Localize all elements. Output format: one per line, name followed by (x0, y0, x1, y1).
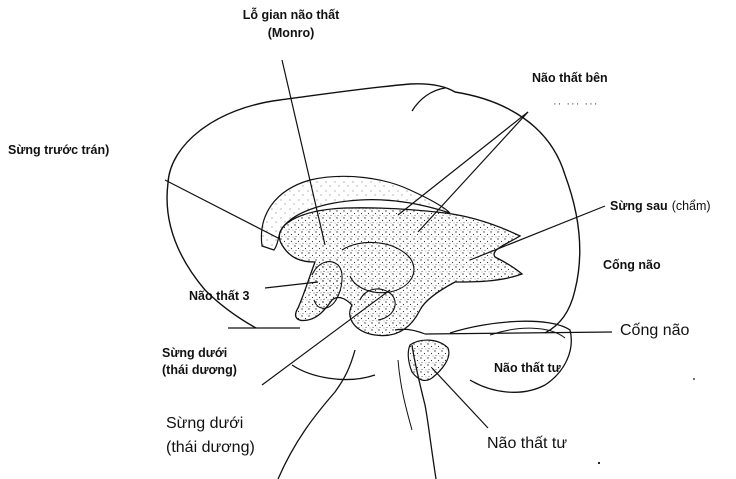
label-third-ventricle: Não thất 3 (189, 289, 249, 303)
brainstem-inner-line (398, 360, 412, 430)
stray-dot (598, 462, 600, 464)
label-inferior-horn-regular: Sừng dưới (thái dương) (166, 415, 255, 458)
brain-gyrus-line (412, 88, 445, 111)
label-lateral-ventricle: Não thất bên (532, 71, 608, 85)
label-fourth-ventricle-bold: Não thất tư (494, 361, 561, 375)
label-posterior-horn-bold: Sừng sau (610, 199, 668, 213)
label-posterior-horn-paren: (chẩm) (672, 199, 711, 213)
label-fourth-ventricle-regular: Não thất tư (487, 435, 567, 453)
leader-line-fourth-ventricle (432, 368, 488, 428)
brainstem-left-outline (278, 350, 355, 479)
label-posterior-horn: Sừng sau (chẩm) (610, 197, 711, 215)
label-monro: Lỗ gian não thất (Monro) (236, 8, 346, 41)
leader-line-lateral-ventricle-b (418, 112, 528, 232)
label-inferior-horn-bold-line1: Sừng dưới (162, 346, 237, 360)
label-monro-line1: Lỗ gian não thất (236, 8, 346, 22)
temporal-lobe-lower (292, 365, 375, 380)
brain-lower-left (167, 183, 256, 328)
leader-line-lateral-ventricle-a (398, 112, 528, 215)
label-aqueduct-regular: Cống não (620, 322, 689, 340)
label-inferior-horn-bold: Sừng dưới (thái dương) (162, 346, 237, 378)
leader-line-anterior-horn (165, 180, 278, 238)
label-inferior-horn-regular-line1: Sừng dưới (166, 415, 255, 433)
label-aqueduct-bold: Cống não (603, 258, 661, 272)
third-ventricle-outline (312, 262, 342, 309)
fourth-ventricle-shape (408, 340, 449, 380)
label-inferior-horn-bold-line2: (thái dương) (162, 363, 237, 377)
stray-dot (693, 378, 695, 380)
label-monro-line2: (Monro) (236, 26, 346, 40)
label-anterior-horn: Sừng trước trán) (8, 143, 109, 157)
label-inferior-horn-regular-line2: (thái dương) (166, 439, 255, 457)
label-lateral-ventricle-faint: ·· ··· ··· (553, 98, 598, 111)
